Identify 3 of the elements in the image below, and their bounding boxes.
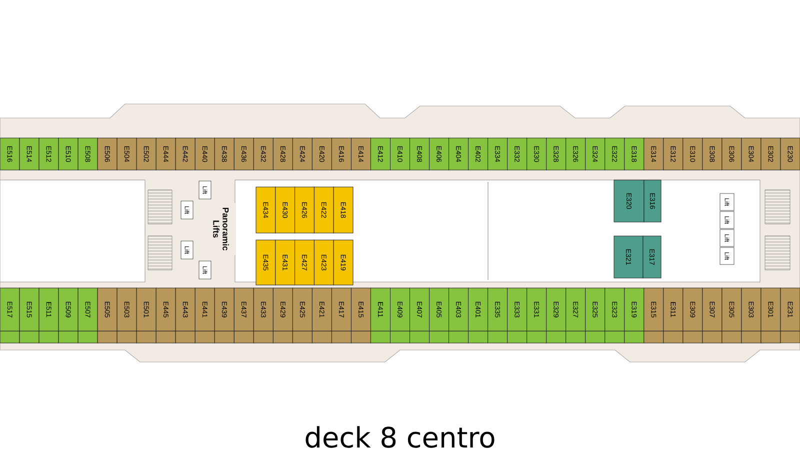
node-label: Panoramic Lifts	[213, 208, 229, 250]
caption: deck 8 centro	[306, 426, 494, 448]
panoramic-lifts-area: Panoramic Lifts	[206, 203, 236, 255]
